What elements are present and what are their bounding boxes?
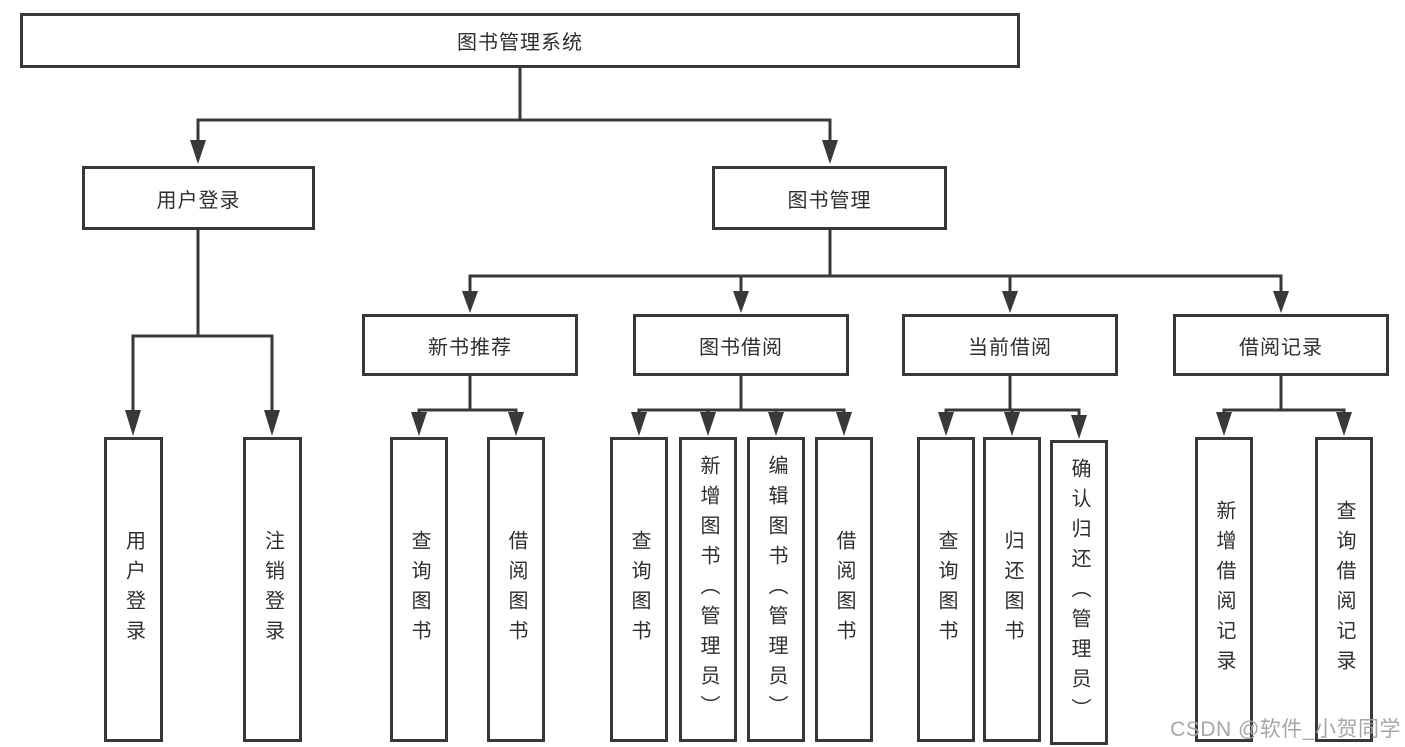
node-label: 新书推荐 — [428, 336, 512, 359]
node-label: 归还图书 — [1001, 529, 1023, 650]
leaf-add-borrow-record: 新增借阅记录 — [1195, 437, 1253, 742]
node-label: 借阅图书 — [833, 529, 855, 650]
node-label: 查询图书 — [628, 529, 650, 650]
arrow-heads — [125, 140, 1352, 439]
leaf-query-books-1: 查询图书 — [390, 437, 448, 742]
leaf-add-books-admin: 新增图书（管理员） — [679, 437, 737, 742]
leaf-query-books-3: 查询图书 — [917, 437, 975, 742]
leaf-borrow-books-1: 借阅图书 — [487, 437, 545, 742]
node-label: 图书管理系统 — [457, 32, 583, 54]
node-borrowing-records: 借阅记录 — [1173, 314, 1389, 376]
node-label: 确认归还（管理员） — [1068, 457, 1090, 728]
node-user-login: 用户登录 — [82, 166, 315, 230]
leaf-borrow-books-2: 借阅图书 — [815, 437, 873, 742]
leaf-query-borrow-record: 查询借阅记录 — [1315, 437, 1373, 742]
node-label: 图书借阅 — [699, 336, 783, 359]
leaf-user-login: 用户登录 — [104, 437, 163, 742]
csdn-watermark: CSDN @软件_小贺同学 — [1170, 718, 1401, 741]
node-label: 注销登录 — [261, 529, 284, 650]
node-label: 查询图书 — [935, 529, 957, 650]
leaf-return-books: 归还图书 — [983, 437, 1041, 742]
node-label: 编辑图书（管理员） — [765, 454, 787, 725]
node-label: 用户登录 — [156, 189, 241, 212]
node-label: 图书管理 — [787, 189, 872, 212]
node-label: 查询图书 — [408, 529, 430, 650]
leaf-logout: 注销登录 — [243, 437, 302, 742]
node-new-book-recommendation: 新书推荐 — [362, 314, 578, 376]
node-label: 借阅记录 — [1239, 336, 1323, 359]
node-label: 借阅图书 — [505, 529, 527, 650]
leaf-query-books-2: 查询图书 — [610, 437, 668, 742]
node-book-management: 图书管理 — [712, 166, 947, 230]
node-label: 新增图书（管理员） — [697, 454, 719, 725]
leaf-confirm-return-admin: 确认归还（管理员） — [1050, 440, 1108, 745]
node-current-borrowing: 当前借阅 — [902, 314, 1118, 376]
node-label: 新增借阅记录 — [1213, 499, 1235, 680]
node-label: 查询借阅记录 — [1333, 499, 1355, 680]
node-label: 当前借阅 — [968, 336, 1052, 359]
node-book-borrowing: 图书借阅 — [633, 314, 849, 376]
node-label: 用户登录 — [122, 529, 145, 650]
leaf-edit-books-admin: 编辑图书（管理员） — [747, 437, 805, 742]
node-library-management-system: 图书管理系统 — [20, 13, 1020, 68]
